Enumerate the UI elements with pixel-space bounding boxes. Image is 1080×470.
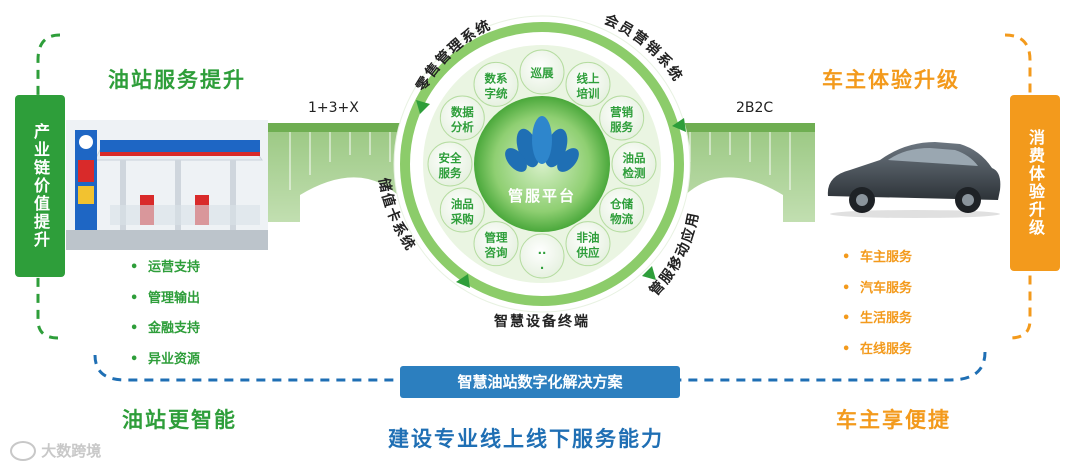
car-image — [820, 125, 1005, 225]
right-bottom-title: 车主享便捷 — [836, 404, 951, 434]
hub-node-label: 安全 — [439, 151, 462, 165]
hub-center-label: 管服平台 — [508, 187, 576, 205]
hub-node-label: 供应 — [576, 246, 600, 260]
hub-node-label: 营销 — [610, 105, 633, 119]
hub-node-label: 采购 — [450, 212, 474, 226]
right-connector-label: 2B2C — [736, 100, 773, 116]
list-item: •管理输出 — [130, 284, 200, 315]
hub-node-label: 数系 — [485, 71, 508, 85]
left-connector-label: 1+3+X — [308, 100, 359, 116]
gas-station-image — [66, 120, 268, 250]
solution-banner: 智慧油站数字化解决方案 — [400, 366, 680, 398]
hub-node-label: 字统 — [485, 86, 508, 100]
hub-node-label: 培训 — [577, 86, 600, 100]
hub-node-label: 检测 — [623, 166, 646, 180]
hub-node-label: 分析 — [451, 120, 474, 134]
hub-node-label: 线上 — [577, 71, 600, 85]
left-bottom-title: 油站更智能 — [122, 404, 237, 434]
hub-node-label: 管理 — [485, 231, 508, 245]
hub-node: 巡展 — [520, 50, 564, 94]
bottom-center-title: 建设专业线上线下服务能力 — [388, 423, 664, 453]
hub-node-label: 咨询 — [485, 246, 508, 260]
hub-node: ... — [520, 234, 564, 278]
right-title: 车主体验升级 — [822, 64, 960, 94]
right-list: •车主服务 •汽车服务 •生活服务 •在线服务 — [842, 243, 912, 365]
list-item: •汽车服务 — [842, 274, 912, 305]
hub-node-label: 数据 — [451, 105, 474, 119]
ring-label-terminal: 智慧设备终端 — [493, 313, 590, 330]
list-item: •异业资源 — [130, 345, 200, 376]
hub-node-label: .. — [538, 243, 547, 257]
list-item: •车主服务 — [842, 243, 912, 274]
right-vertical-label: 消费体验升级 — [1010, 95, 1060, 271]
list-item: •生活服务 — [842, 304, 912, 335]
left-list: •运营支持 •管理输出 •金融支持 •异业资源 — [130, 253, 200, 375]
left-vertical-label: 产业链价值提升 — [15, 95, 65, 277]
hub-node-label: . — [540, 258, 544, 272]
hub-node-label: 服务 — [439, 166, 462, 180]
watermark-logo-icon — [10, 441, 36, 461]
watermark: 大数跨境 — [10, 440, 101, 461]
hub-node-label: 物流 — [610, 212, 633, 226]
list-item: •金融支持 — [130, 314, 200, 345]
hub-node-label: 油品 — [623, 151, 646, 165]
list-item: •运营支持 — [130, 253, 200, 284]
list-item: •在线服务 — [842, 335, 912, 366]
hub-node-label: 非油 — [577, 231, 600, 245]
hub-node-label: 油品 — [451, 197, 474, 211]
left-title: 油站服务提升 — [108, 64, 246, 94]
hub-node-label: 巡展 — [531, 66, 554, 80]
hub-node-label: 服务 — [610, 120, 633, 134]
hub-node-label: 仓储 — [609, 197, 633, 211]
